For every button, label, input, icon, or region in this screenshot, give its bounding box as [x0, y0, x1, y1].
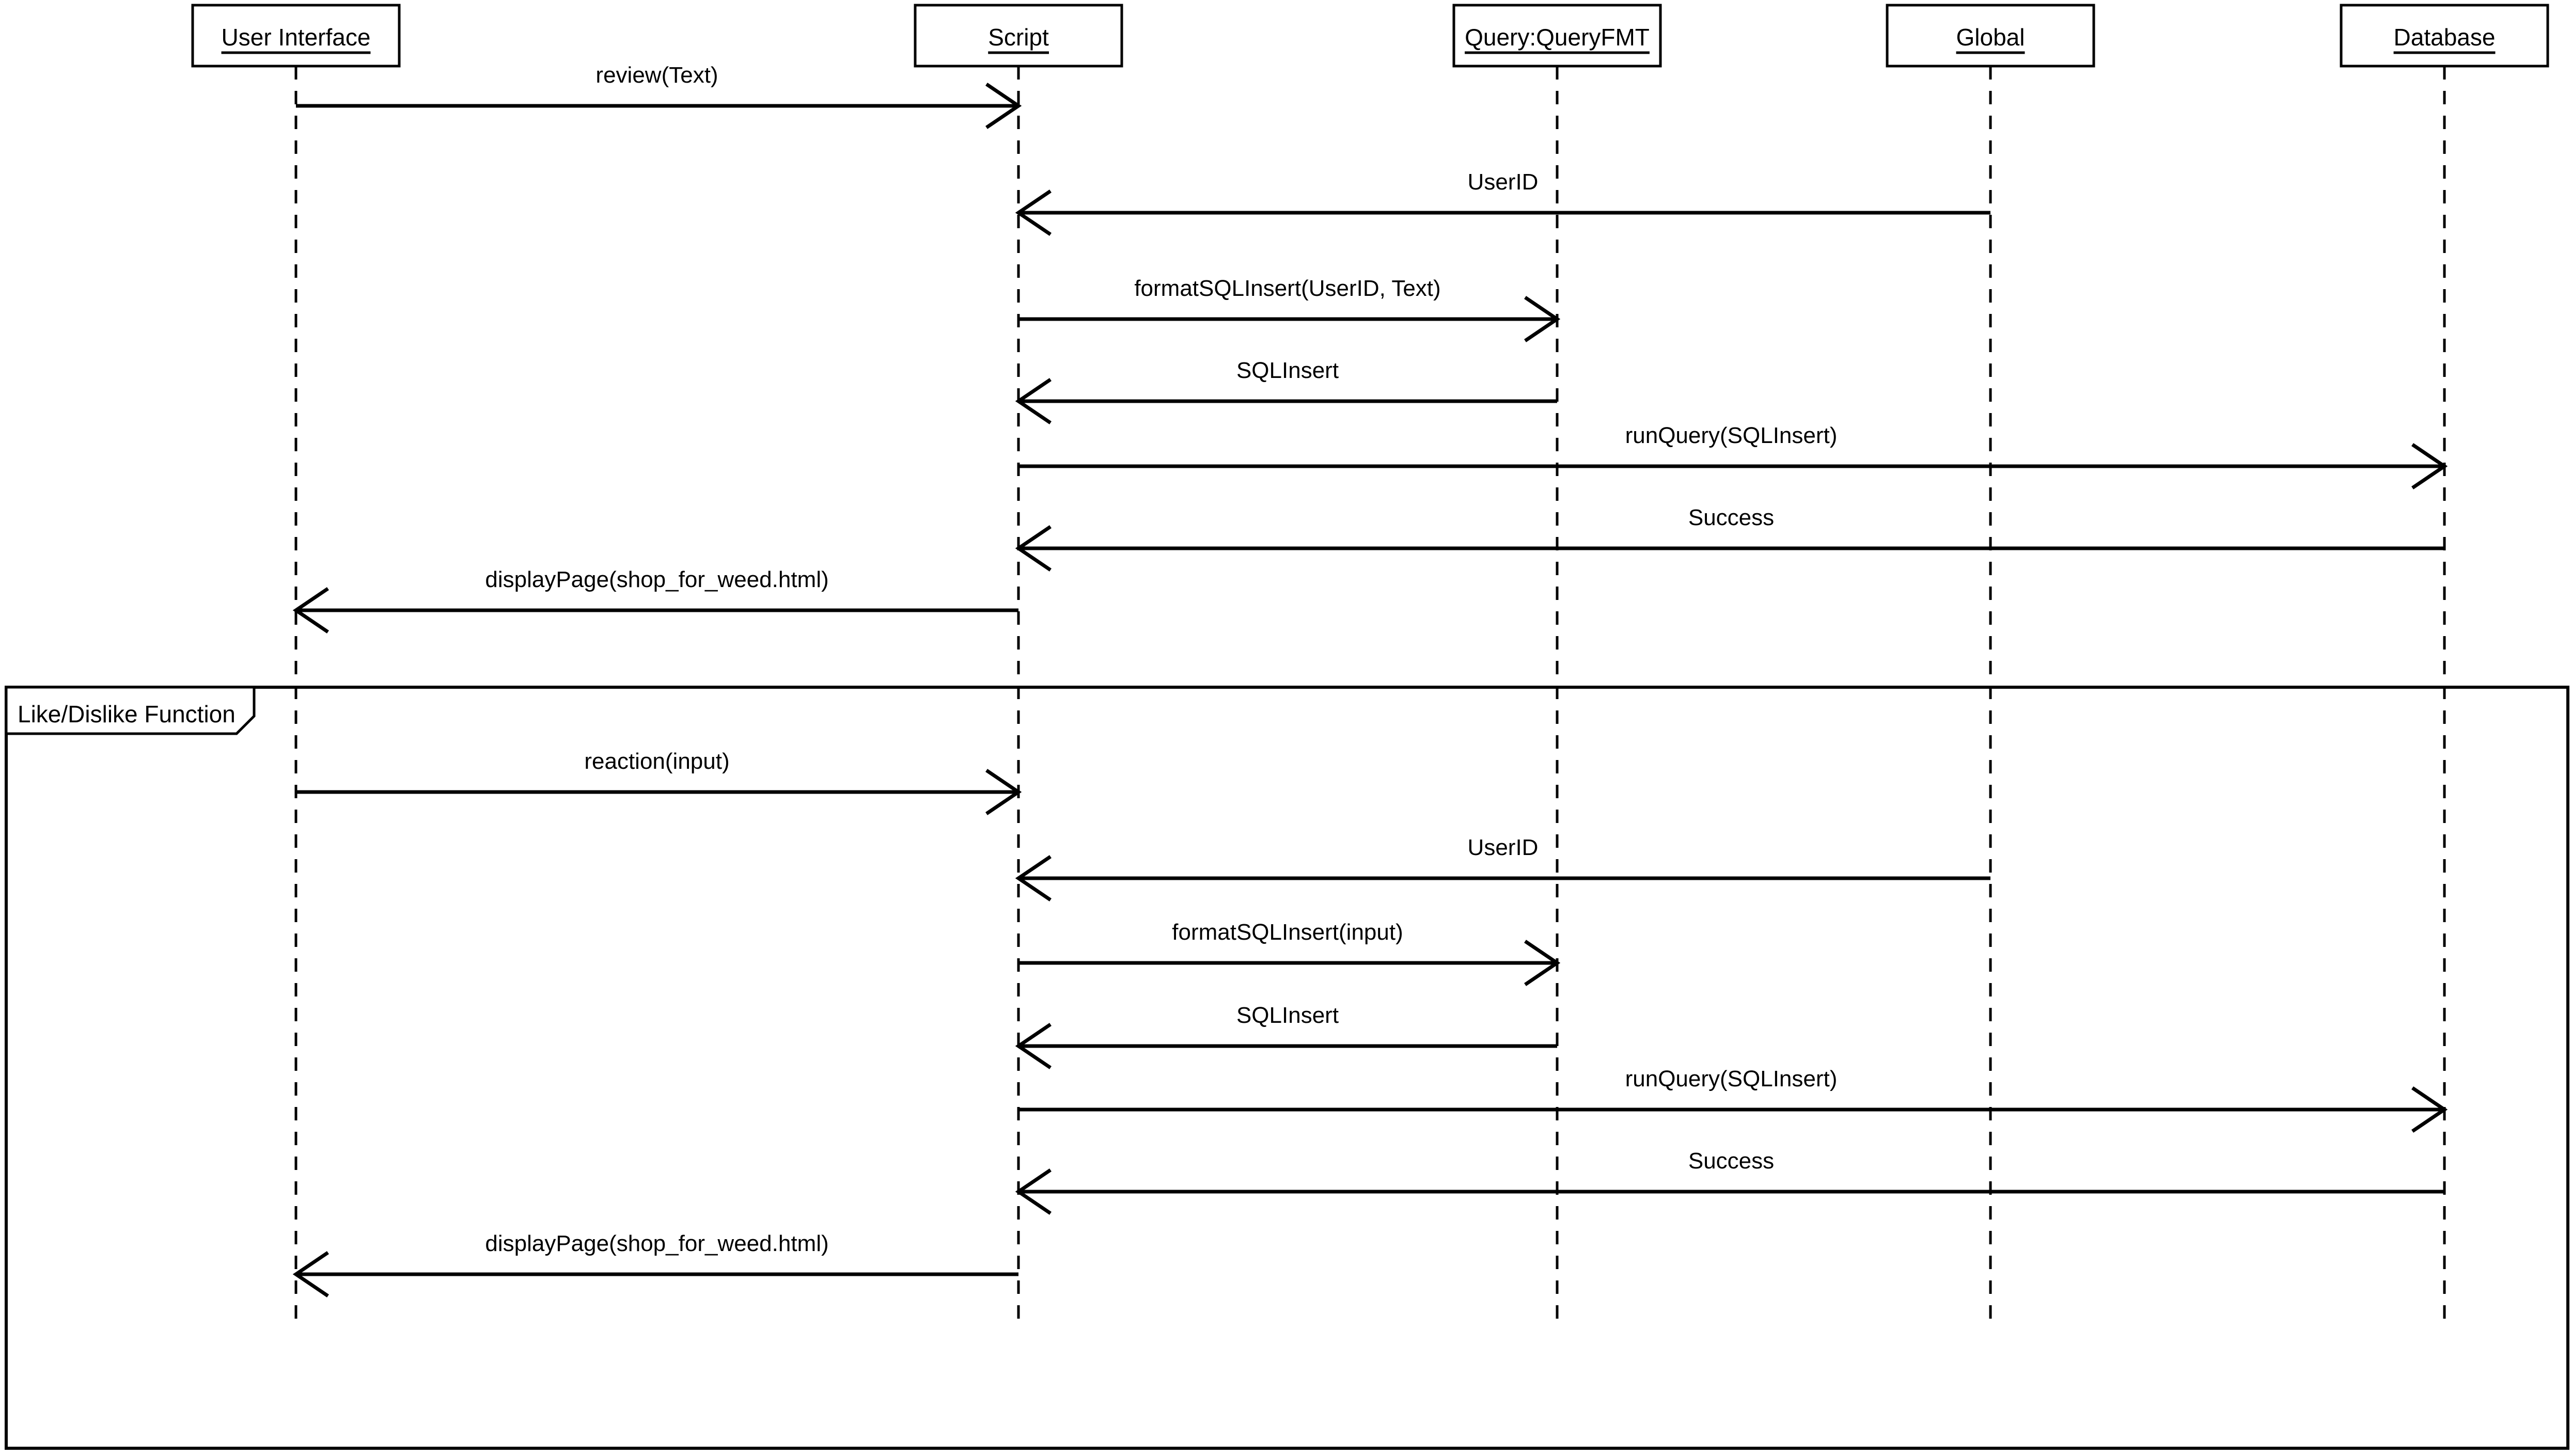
message-arrowhead	[1015, 855, 1052, 901]
fragment-label-tab	[5, 686, 256, 735]
lifeline-header-box[interactable]	[191, 4, 401, 68]
message-label: review(Text)	[595, 62, 718, 88]
lifeline-header-label: User Interface	[222, 24, 371, 51]
fragment-layer: Like/Dislike Function	[5, 686, 2569, 1450]
message-13: displayPage(shop_for_weed.html)	[292, 1231, 1018, 1297]
message-1: UserID	[1015, 169, 1990, 236]
lifeline-header-ui[interactable]: User Interface	[191, 4, 401, 68]
headers-layer: User Interface Script Query:QueryFMT Global…	[191, 4, 2549, 68]
lifeline-header-script[interactable]: Script	[914, 4, 1123, 68]
message-arrowhead	[1524, 296, 1561, 342]
message-label: reaction(input)	[584, 749, 729, 774]
message-arrowhead	[1015, 1168, 1052, 1215]
lifeline-header-label: Global	[1956, 24, 2025, 51]
lifeline-header-box[interactable]	[1452, 4, 1662, 68]
message-label: UserID	[1468, 835, 1539, 860]
message-arrowhead	[2411, 1086, 2448, 1133]
lifeline-header-query[interactable]: Query:QueryFMT	[1452, 4, 1662, 68]
message-4: runQuery(SQLInsert)	[1018, 423, 2448, 489]
message-2: formatSQLInsert(UserID, Text)	[1018, 276, 1561, 342]
message-0: review(Text)	[296, 62, 1022, 129]
message-5: Success	[1015, 505, 2444, 572]
message-label: Success	[1688, 1148, 1774, 1174]
message-11: runQuery(SQLInsert)	[1018, 1066, 2448, 1133]
message-arrowhead	[985, 83, 1022, 129]
message-6: displayPage(shop_for_weed.html)	[292, 567, 1018, 634]
message-12: Success	[1015, 1148, 2444, 1215]
lifelines-layer	[294, 66, 2446, 1320]
lifeline-header-label: Query:QueryFMT	[1465, 24, 1650, 51]
lifeline-header-global[interactable]: Global	[1886, 4, 2095, 68]
message-arrowhead	[292, 587, 329, 634]
message-label: Success	[1688, 505, 1774, 530]
message-arrowhead	[985, 769, 1022, 815]
message-label: formatSQLInsert(input)	[1172, 920, 1403, 945]
message-arrowhead	[1015, 1023, 1052, 1069]
message-label: runQuery(SQLInsert)	[1625, 423, 1838, 448]
message-label: runQuery(SQLInsert)	[1625, 1066, 1838, 1091]
fragment-label-text: Like/Dislike Function	[18, 701, 236, 727]
message-label: SQLInsert	[1236, 1003, 1339, 1028]
lifeline-header-box[interactable]	[914, 4, 1123, 68]
message-label: UserID	[1468, 169, 1539, 195]
lifeline-header-box[interactable]	[2340, 4, 2549, 68]
message-label: displayPage(shop_for_weed.html)	[485, 567, 828, 592]
message-label: SQLInsert	[1236, 358, 1339, 383]
message-arrowhead	[1015, 525, 1052, 572]
message-10: SQLInsert	[1015, 1003, 1557, 1069]
fragment-frame	[5, 686, 2569, 1450]
message-7: reaction(input)	[296, 749, 1022, 815]
message-arrowhead	[2411, 443, 2448, 489]
message-label: displayPage(shop_for_weed.html)	[485, 1231, 828, 1256]
lifeline-header-box[interactable]	[1886, 4, 2095, 68]
message-3: SQLInsert	[1015, 358, 1557, 424]
lifeline-header-database[interactable]: Database	[2340, 4, 2549, 68]
message-label: formatSQLInsert(UserID, Text)	[1134, 276, 1440, 301]
message-arrowhead	[292, 1251, 329, 1297]
message-arrowhead	[1015, 189, 1052, 236]
message-8: UserID	[1015, 835, 1990, 901]
message-arrowhead	[1524, 940, 1561, 986]
lifeline-header-label: Database	[2394, 24, 2496, 51]
message-9: formatSQLInsert(input)	[1018, 920, 1561, 986]
messages-layer: review(Text) UserID formatSQLInsert(UserID…	[292, 62, 2448, 1297]
lifeline-header-label: Script	[988, 24, 1049, 51]
message-arrowhead	[1015, 378, 1052, 424]
